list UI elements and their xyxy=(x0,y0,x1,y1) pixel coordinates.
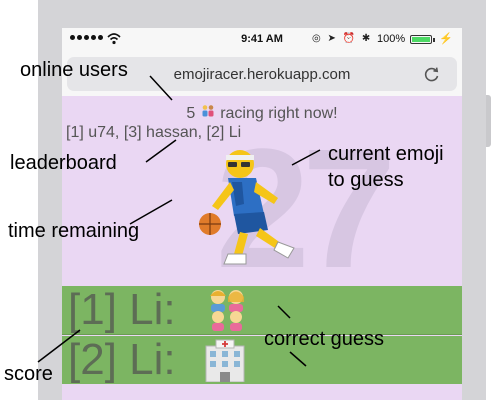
reload-icon[interactable] xyxy=(423,65,441,83)
annotation-correct-guess: correct guess xyxy=(264,328,385,350)
annotation-leaderboard: leaderboard xyxy=(10,152,117,174)
online-users: 5 racing right now! xyxy=(62,104,462,123)
annotation-score: score xyxy=(4,363,53,385)
guess-score-label: [2] Li: xyxy=(68,335,176,384)
page-bottom xyxy=(62,386,462,400)
annotation-current-emoji-line1: current emoji xyxy=(328,143,444,165)
family-icon xyxy=(210,290,244,331)
hospital-icon xyxy=(205,339,245,382)
phone-screen: 9:41 AM ◎ ➤ ⏰ ✱ 100% ⚡ emojiracer.heroku… xyxy=(62,28,462,400)
correct-guess-row: [2] Li: xyxy=(62,336,462,384)
battery-icon xyxy=(410,35,432,44)
status-icons: ◎ ➤ ⏰ ✱ xyxy=(312,33,373,44)
wifi-icon xyxy=(107,33,121,45)
basketball-player-icon xyxy=(199,150,295,265)
online-suffix: racing right now! xyxy=(220,105,338,122)
game-page: 27 5 racing right now! [1] u74, [3] hass… xyxy=(62,96,462,400)
phone-side-button xyxy=(486,95,491,147)
battery-cap xyxy=(433,38,435,42)
url-text[interactable]: emojiracer.herokuapp.com xyxy=(173,66,351,83)
address-bar[interactable]: emojiracer.herokuapp.com xyxy=(67,57,457,91)
status-bar: 9:41 AM ◎ ➤ ⏰ ✱ 100% ⚡ xyxy=(62,28,462,52)
signal-strength-icon xyxy=(70,35,103,40)
leaderboard: [1] u74, [3] hassan, [2] Li xyxy=(66,124,242,141)
status-time: 9:41 AM xyxy=(241,33,283,45)
correct-guess-row: [1] Li: xyxy=(62,286,462,335)
two-people-icon xyxy=(202,105,214,117)
battery-percent: 100% xyxy=(377,33,406,45)
annotation-time-remaining: time remaining xyxy=(8,220,140,242)
browser-toolbar: emojiracer.herokuapp.com xyxy=(62,52,462,97)
annotation-current-emoji-line2: to guess xyxy=(328,169,404,191)
charging-icon: ⚡ xyxy=(439,33,453,45)
annotation-online-users: online users xyxy=(20,59,128,81)
guess-score-label: [1] Li: xyxy=(68,285,176,334)
online-count: 5 xyxy=(186,105,196,122)
